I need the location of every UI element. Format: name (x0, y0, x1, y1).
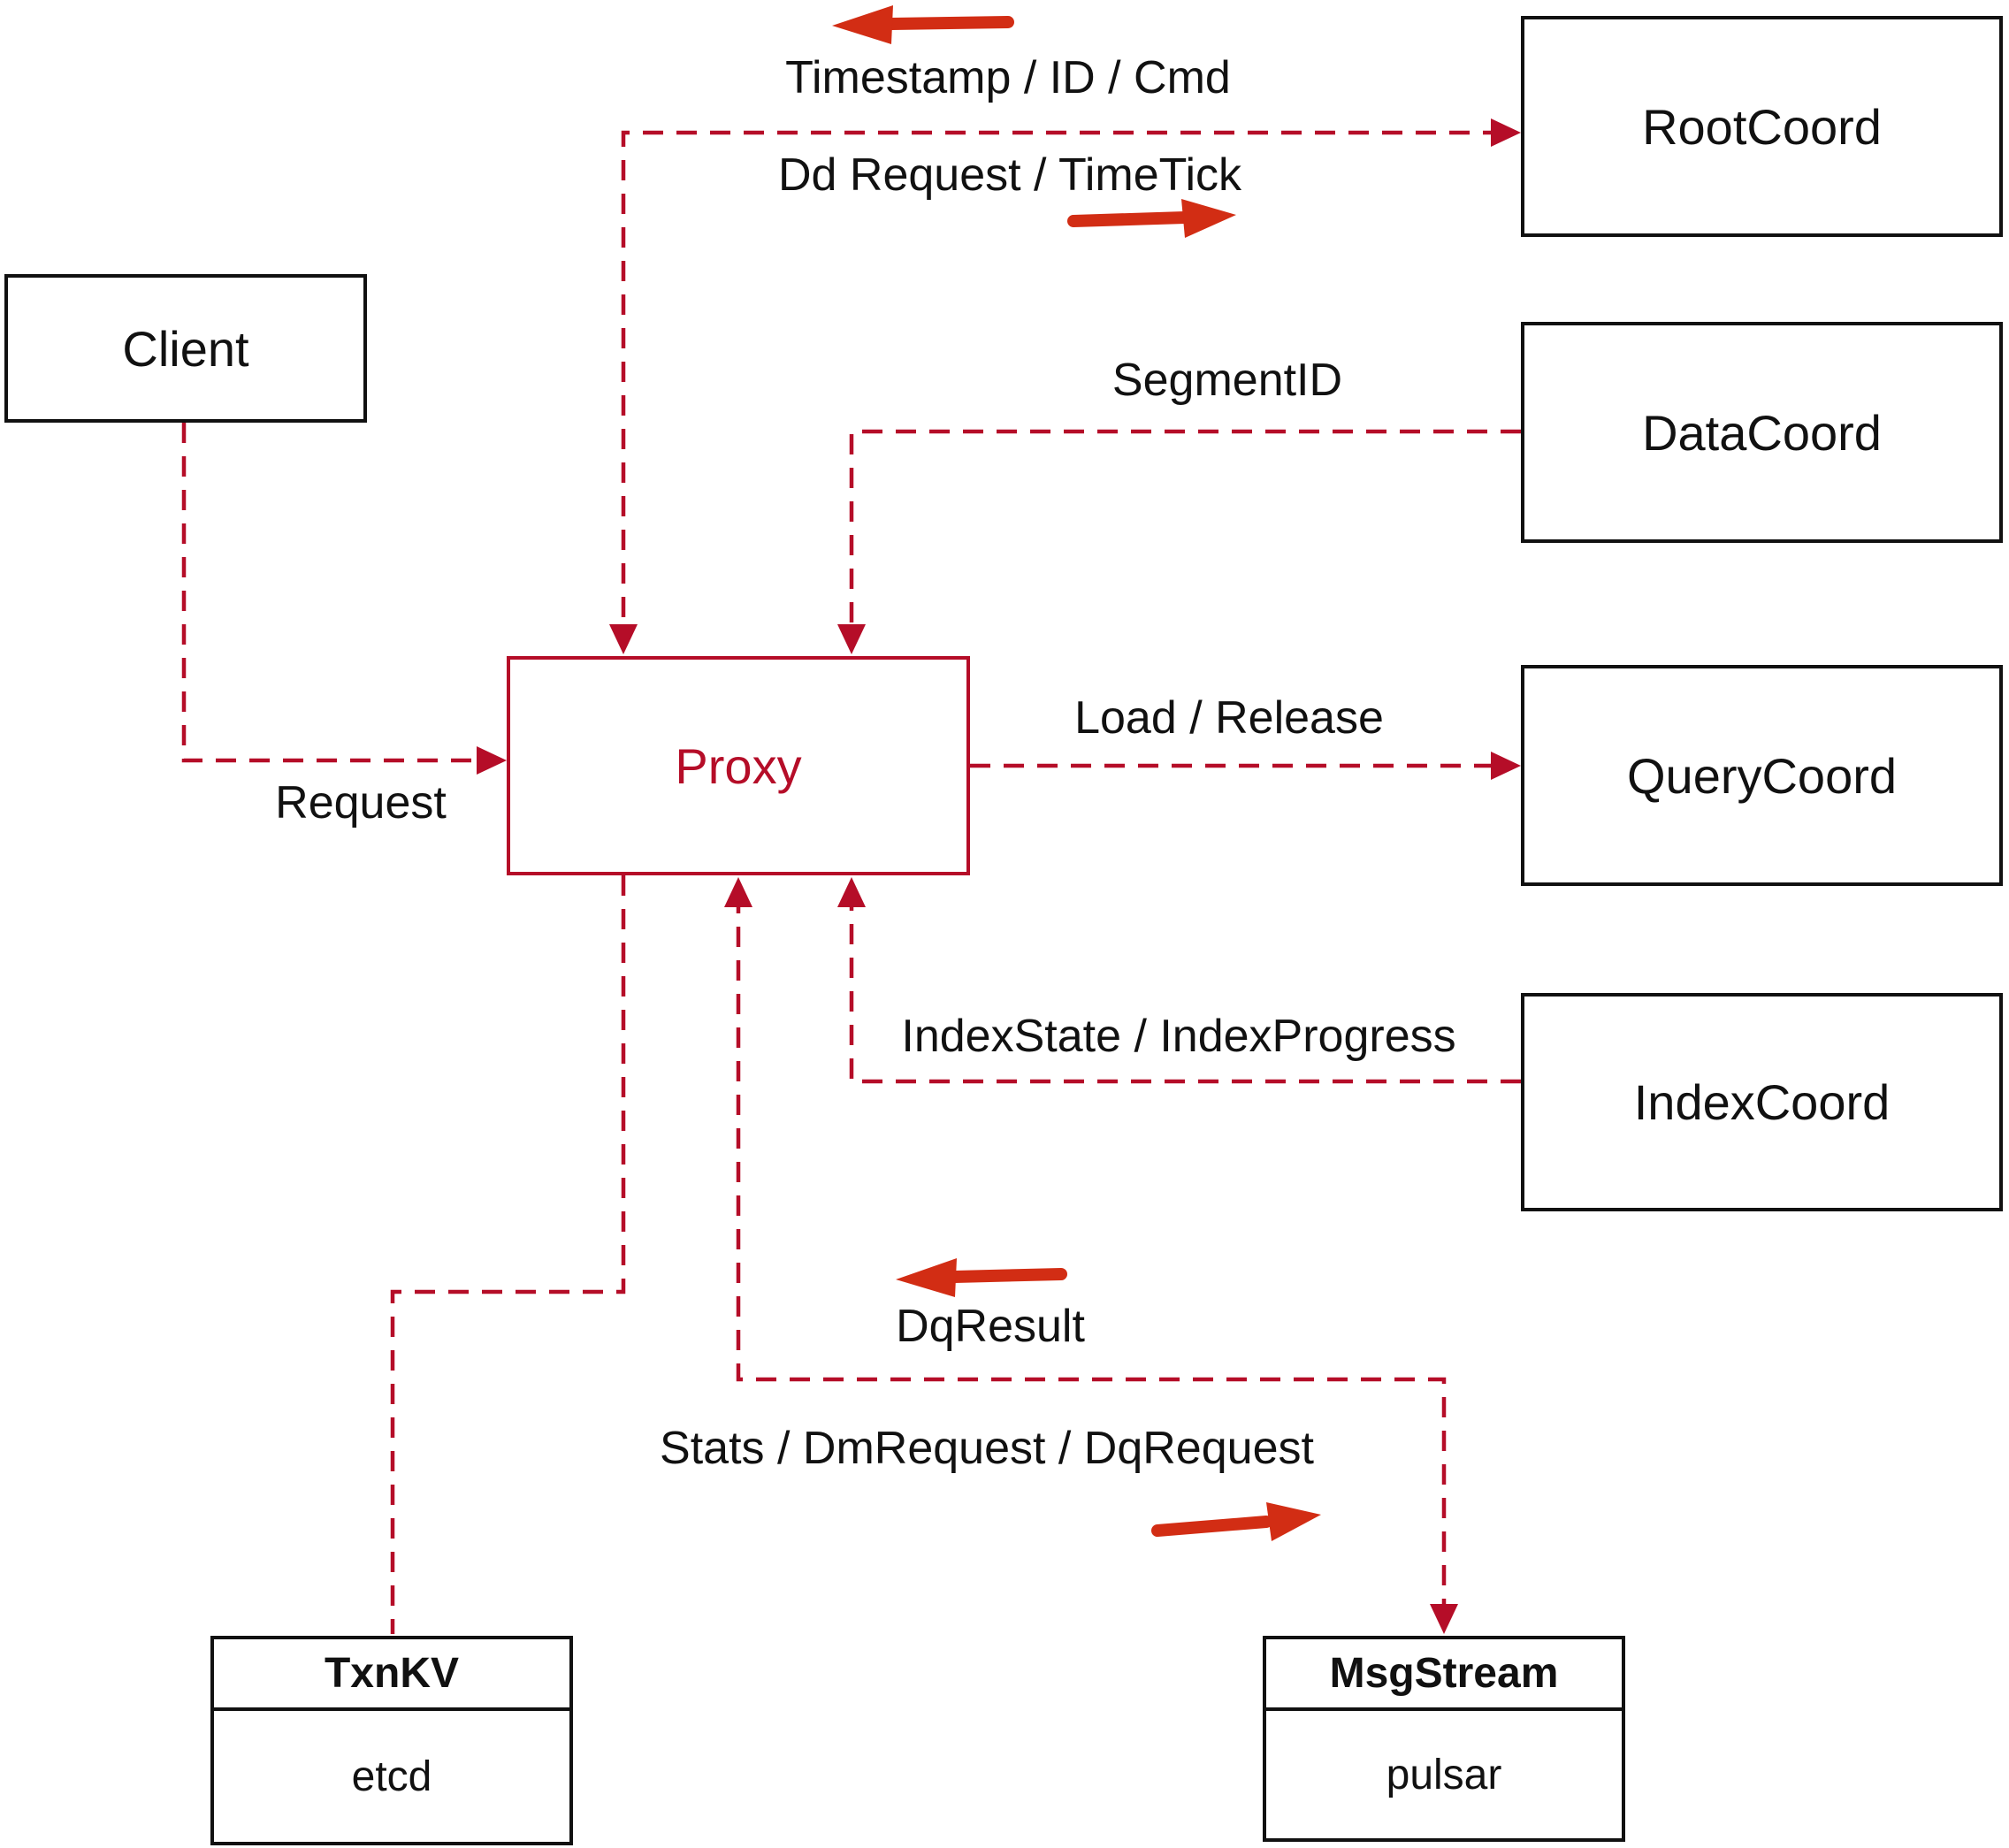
edge-label-stats-dm-dq: Stats / DmRequest / DqRequest (660, 1423, 1314, 1474)
edge-label-dq-result: DqResult (896, 1301, 1085, 1352)
edge-indexcoord-proxy (837, 877, 1521, 1084)
arrowhead-into-proxy-top-left (609, 624, 638, 654)
node-txnkv-title: TxnKV (214, 1639, 569, 1711)
node-txnkv-subtitle: etcd (351, 1753, 432, 1800)
arrowhead-into-querycoord (1491, 752, 1521, 780)
dd-request-direction-arrow-icon (1067, 199, 1236, 238)
node-client: Client (4, 274, 367, 423)
node-msgstream-title: MsgStream (1266, 1639, 1622, 1711)
arrowhead-into-msgstream (1430, 1604, 1458, 1634)
arrowhead-into-proxy-left (477, 746, 507, 775)
arrowhead-into-proxy-bottom-right (837, 877, 866, 907)
node-proxy-label: Proxy (675, 737, 802, 794)
edge-rootcoord-proxy (609, 118, 1521, 654)
edge-label-request: Request (275, 777, 447, 829)
node-rootcoord-label: RootCoord (1642, 98, 1882, 155)
edge-datacoord-proxy (837, 429, 1521, 654)
node-rootcoord: RootCoord (1521, 16, 2003, 237)
node-msgstream-subtitle: pulsar (1386, 1751, 1502, 1798)
arrowhead-into-proxy-bottom-left (724, 877, 752, 907)
stats-direction-arrow-icon (1151, 1502, 1321, 1541)
arrowhead-into-rootcoord (1491, 118, 1521, 147)
node-msgstream: MsgStream pulsar (1263, 1636, 1625, 1842)
node-indexcoord-label: IndexCoord (1633, 1074, 1891, 1130)
node-txnkv: TxnKV etcd (210, 1636, 573, 1845)
edge-proxy-querycoord (970, 752, 1521, 780)
arrowhead-into-proxy-top-right (837, 624, 866, 654)
node-querycoord: QueryCoord (1521, 665, 2003, 886)
node-proxy: Proxy (507, 656, 970, 875)
edge-label-segment-id: SegmentID (1111, 355, 1343, 406)
dq-result-direction-arrow-icon (896, 1258, 1067, 1297)
edge-client-proxy (181, 423, 507, 775)
edge-label-timestamp-id-cmd: Timestamp / ID / Cmd (785, 52, 1231, 103)
node-datacoord: DataCoord (1521, 322, 2003, 543)
node-datacoord-label: DataCoord (1642, 404, 1882, 461)
edge-proxy-msgstream (724, 877, 1458, 1634)
edge-label-load-release: Load / Release (1074, 692, 1384, 744)
node-querycoord-label: QueryCoord (1626, 747, 1898, 804)
node-indexcoord: IndexCoord (1521, 993, 2003, 1211)
node-client-label: Client (122, 320, 249, 377)
edge-proxy-txnkv (390, 875, 626, 1634)
edge-label-dd-request-timetick: Dd Request / TimeTick (777, 149, 1242, 201)
edge-label-index-state-progress: IndexState / IndexProgress (901, 1011, 1456, 1062)
timestamp-direction-arrow-icon (832, 5, 1014, 44)
